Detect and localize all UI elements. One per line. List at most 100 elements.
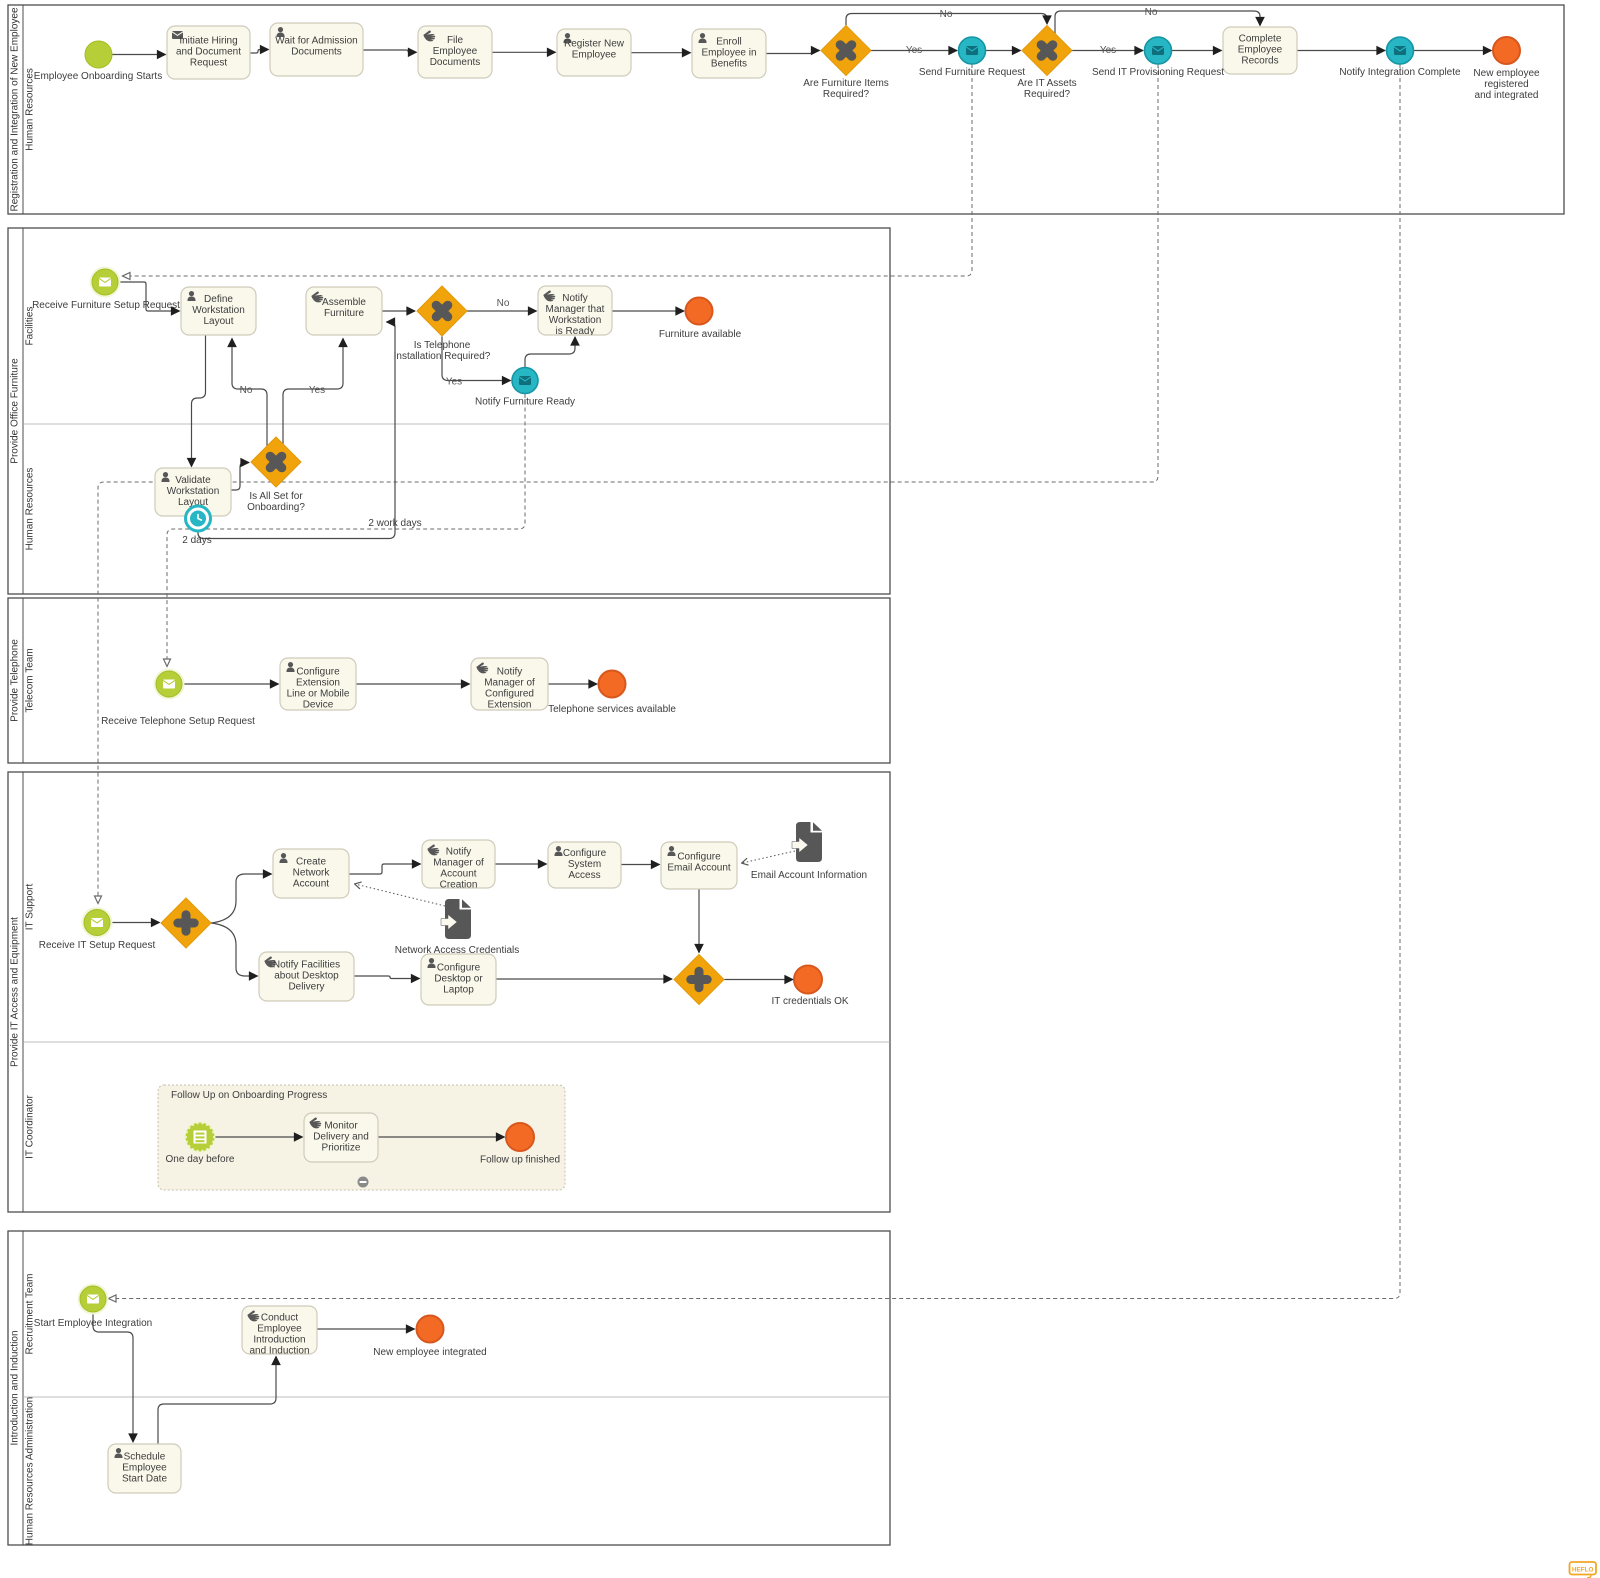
svg-text:Yes: Yes [1100, 45, 1116, 56]
svg-text:2 work days: 2 work days [368, 518, 421, 529]
svg-text:Required?: Required? [823, 89, 870, 100]
svg-text:Account: Account [440, 869, 476, 880]
svg-text:Required?: Required? [1024, 89, 1071, 100]
svg-text:File: File [447, 35, 464, 46]
svg-text:Initiate Hiring: Initiate Hiring [179, 36, 237, 47]
svg-text:and Induction: and Induction [249, 1346, 309, 1357]
svg-text:Employee: Employee [122, 1463, 167, 1474]
svg-text:Recruitment Team: Recruitment Team [25, 1274, 36, 1355]
svg-text:about Desktop: about Desktop [274, 971, 339, 982]
svg-text:Workstation: Workstation [167, 486, 220, 497]
svg-text:Configure: Configure [437, 963, 481, 974]
svg-text:Telecom Team: Telecom Team [25, 648, 36, 712]
svg-text:Extension: Extension [488, 700, 532, 711]
svg-text:Validate: Validate [175, 475, 211, 486]
svg-text:Manager of: Manager of [484, 678, 535, 689]
svg-text:IT Support: IT Support [25, 884, 36, 931]
svg-text:Employee in: Employee in [701, 48, 756, 59]
svg-text:and integrated: and integrated [1475, 90, 1539, 101]
svg-text:Benefits: Benefits [711, 59, 747, 70]
svg-text:Email Account Information: Email Account Information [751, 870, 867, 881]
svg-text:Employee: Employee [433, 46, 478, 57]
svg-text:Configure: Configure [563, 848, 607, 859]
svg-text:No: No [1145, 7, 1158, 18]
svg-text:Registration and Integration o: Registration and Integration of New Empl… [10, 7, 21, 211]
svg-text:Send Furniture Request: Send Furniture Request [919, 67, 1025, 78]
svg-text:HEFLO: HEFLO [1572, 1566, 1594, 1573]
svg-text:No: No [940, 9, 953, 20]
svg-text:Follow Up on Onboarding Progre: Follow Up on Onboarding Progress [171, 1090, 327, 1101]
svg-text:Employee: Employee [257, 1324, 302, 1335]
svg-text:Notify: Notify [446, 847, 472, 858]
svg-text:Wait for Admission: Wait for Admission [275, 36, 357, 47]
svg-text:New employee: New employee [1473, 68, 1540, 79]
svg-text:Assemble: Assemble [322, 297, 366, 308]
svg-text:Notify: Notify [562, 293, 588, 304]
svg-text:Manager of: Manager of [433, 858, 484, 869]
svg-text:System: System [568, 859, 601, 870]
svg-text:No: No [497, 298, 510, 309]
svg-text:Configure: Configure [296, 667, 340, 678]
svg-text:Start Employee Integration: Start Employee Integration [34, 1318, 152, 1329]
svg-text:Receive Telephone Setup Reques: Receive Telephone Setup Request [101, 716, 255, 727]
svg-text:Layout: Layout [178, 497, 208, 508]
svg-text:IT credentials OK: IT credentials OK [771, 996, 848, 1007]
svg-text:Enroll: Enroll [716, 37, 742, 48]
svg-text:Monitor: Monitor [324, 1121, 358, 1132]
svg-text:Yes: Yes [906, 45, 922, 56]
svg-text:IT Coordinator: IT Coordinator [25, 1094, 36, 1158]
svg-text:Human Resources Administration: Human Resources Administration [25, 1397, 36, 1545]
svg-text:Are IT Assets: Are IT Assets [1017, 78, 1076, 89]
svg-text:Workstation: Workstation [192, 305, 245, 316]
svg-text:Furniture: Furniture [324, 308, 364, 319]
svg-text:Provide Office Furniture: Provide Office Furniture [10, 358, 21, 464]
svg-text:Conduct: Conduct [261, 1313, 298, 1324]
svg-text:Telephone services available: Telephone services available [548, 704, 676, 715]
svg-text:Line or Mobile: Line or Mobile [287, 689, 350, 700]
svg-text:Follow up finished: Follow up finished [480, 1155, 560, 1166]
svg-text:Yes: Yes [446, 377, 462, 388]
svg-text:and Document: and Document [176, 47, 241, 58]
svg-text:Email Account: Email Account [667, 863, 731, 874]
svg-text:Yes: Yes [309, 385, 325, 396]
svg-text:Are Furniture Items: Are Furniture Items [803, 78, 889, 89]
svg-text:Installation Required?: Installation Required? [394, 351, 491, 362]
svg-text:Human Resources: Human Resources [25, 68, 36, 151]
svg-text:Onboarding?: Onboarding? [247, 502, 305, 513]
svg-text:Extension: Extension [296, 678, 340, 689]
svg-text:Notify: Notify [497, 667, 523, 678]
svg-text:Schedule: Schedule [124, 1452, 166, 1463]
svg-text:Documents: Documents [291, 47, 342, 58]
svg-text:Introduction and Induction: Introduction and Induction [10, 1330, 21, 1445]
svg-text:2 days: 2 days [182, 535, 211, 546]
svg-text:Is All Set for: Is All Set for [249, 491, 303, 502]
svg-text:Send IT Provisioning Request: Send IT Provisioning Request [1092, 67, 1224, 78]
svg-text:One day before: One day before [166, 1154, 235, 1165]
svg-text:Complete: Complete [1239, 34, 1282, 45]
svg-text:Configure: Configure [677, 852, 721, 863]
svg-text:Notify Facilities: Notify Facilities [273, 960, 340, 971]
svg-text:Desktop or: Desktop or [434, 974, 483, 985]
svg-text:Configured: Configured [485, 689, 534, 700]
svg-text:Employee: Employee [572, 50, 617, 61]
svg-text:Device: Device [303, 700, 334, 711]
svg-text:Register New: Register New [564, 39, 625, 50]
svg-text:Workstation: Workstation [549, 315, 602, 326]
svg-text:Documents: Documents [430, 57, 481, 68]
svg-text:Creation: Creation [440, 880, 478, 891]
svg-text:registered: registered [1484, 79, 1528, 90]
svg-text:Layout: Layout [203, 316, 233, 327]
svg-text:Employee Onboarding Starts: Employee Onboarding Starts [34, 71, 162, 82]
svg-text:No: No [240, 385, 253, 396]
svg-text:Laptop: Laptop [443, 985, 474, 996]
svg-text:Delivery: Delivery [288, 982, 324, 993]
svg-text:Request: Request [190, 58, 227, 69]
svg-text:Receive Furniture Setup Reques: Receive Furniture Setup Request [32, 300, 180, 311]
svg-text:Start Date: Start Date [122, 1474, 167, 1485]
svg-text:Network Access Credentials: Network Access Credentials [395, 945, 520, 956]
svg-text:New employee integrated: New employee integrated [373, 1347, 486, 1358]
svg-text:Notify Furniture Ready: Notify Furniture Ready [475, 397, 575, 408]
svg-text:Manager that: Manager that [546, 304, 605, 315]
svg-text:Furniture available: Furniture available [659, 329, 742, 340]
svg-text:Notify Integration Complete: Notify Integration Complete [1339, 67, 1461, 78]
